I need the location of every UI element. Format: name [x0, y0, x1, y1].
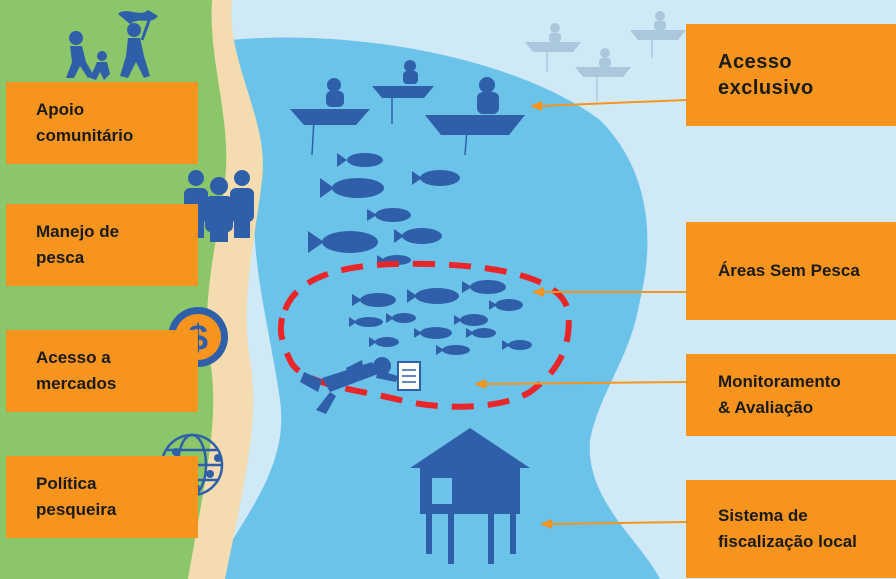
box-apoio-comunitario: Apoio comunitário	[6, 82, 198, 164]
box-label: Manejo de pesca	[36, 222, 120, 267]
boat-icon	[425, 77, 525, 156]
box-label: Sistema de fiscalização local	[718, 506, 857, 551]
connector-arrows	[474, 99, 687, 529]
diver	[300, 357, 421, 414]
box-monitoramento-avaliacao: Monitoramento & Avaliação	[686, 354, 896, 436]
arrow-fiscalizacao	[549, 521, 687, 525]
box-manejo-de-pesca: Manejo de pesca	[6, 204, 198, 286]
clipboard-icon	[397, 361, 421, 391]
dollar-coin-icon: $	[168, 307, 228, 367]
box-label: Apoio comunitário	[36, 100, 134, 145]
box-acesso-exclusivo: Acesso exclusivo	[686, 24, 896, 126]
fish-school-upper	[308, 153, 460, 265]
box-label: Monitoramento & Avaliação	[718, 372, 841, 417]
box-sistema-fiscalizacao: Sistema de fiscalização local	[686, 480, 896, 578]
managed-water-area	[210, 37, 660, 579]
box-acesso-a-mercados: Acesso a mercados	[6, 330, 198, 412]
box-label: Áreas Sem Pesca	[718, 261, 860, 280]
stilt-house-icon	[410, 428, 530, 564]
box-politica-pesqueira: Política pesqueira	[6, 456, 198, 538]
fishing-boats	[290, 60, 525, 156]
arrow-monitoramento	[483, 381, 687, 385]
box-label: Política pesqueira	[36, 474, 117, 519]
diver-icon	[300, 357, 398, 414]
faded-boats	[525, 11, 686, 101]
box-label: Acesso a mercados	[36, 348, 117, 393]
arrow-acesso	[539, 99, 687, 107]
community-support-icon	[66, 10, 158, 80]
box-areas-sem-pesca: Áreas Sem Pesca	[686, 222, 896, 320]
box-label: Acesso exclusivo	[718, 51, 814, 99]
beach-sand	[180, 0, 263, 579]
boat-icon	[290, 78, 370, 156]
fish-school-protected	[349, 280, 532, 355]
boat-icon	[372, 60, 434, 124]
